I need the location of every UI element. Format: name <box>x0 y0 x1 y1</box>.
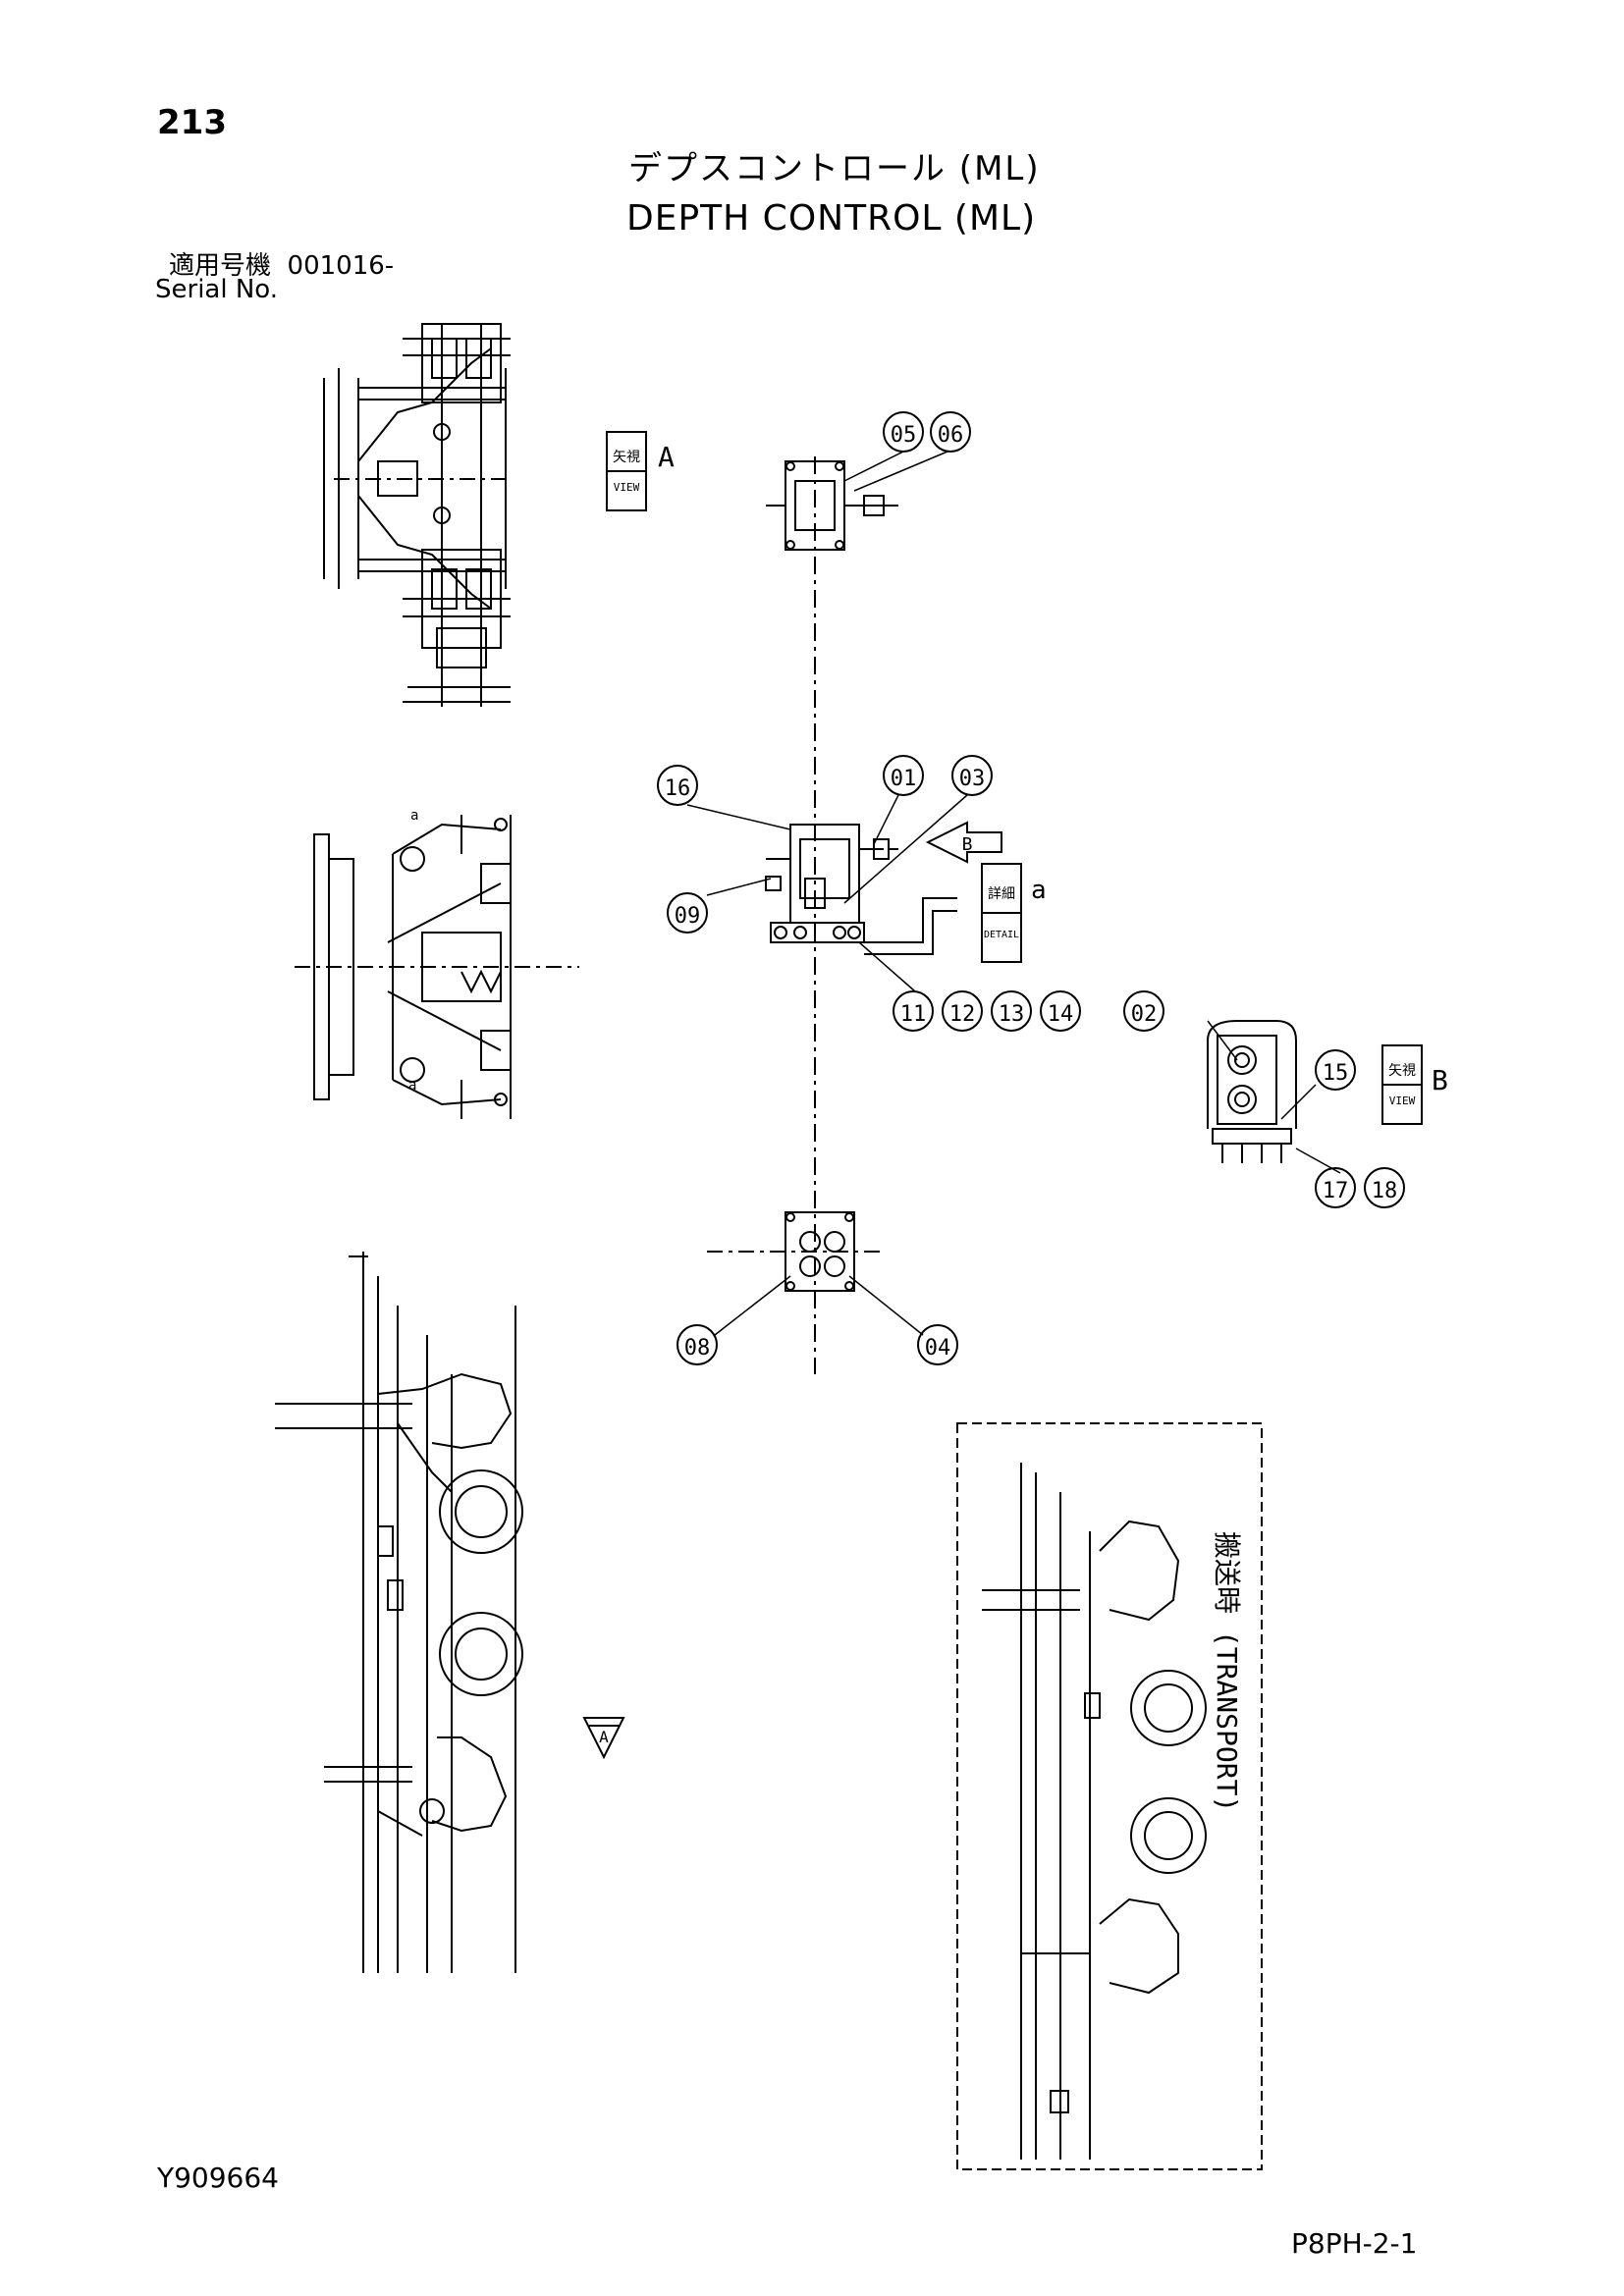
svg-text:12: 12 <box>949 1002 976 1027</box>
svg-text:13: 13 <box>999 1002 1025 1027</box>
detail-a-drawing <box>765 824 957 955</box>
document-id: Y909664 <box>157 2162 279 2194</box>
serial-value: 001016- <box>287 251 395 281</box>
svg-text:02: 02 <box>1131 1002 1158 1027</box>
title-japanese: デプスコントロール (ML) <box>628 149 1041 188</box>
svg-text:09: 09 <box>675 904 701 929</box>
svg-text:VIEW: VIEW <box>614 481 640 494</box>
svg-text:a: a <box>1031 876 1047 905</box>
arrow-b: B <box>925 821 1002 864</box>
valve-block-view <box>707 1211 884 1292</box>
serial-label-japanese: 適用号機 <box>169 251 272 281</box>
callout-09: 09 <box>667 892 708 934</box>
svg-text:04: 04 <box>925 1336 951 1361</box>
top-plan-view <box>323 323 511 707</box>
detail-a-marker-top: a <box>410 808 418 824</box>
svg-text:14: 14 <box>1048 1002 1074 1027</box>
svg-text:VIEW: VIEW <box>1389 1095 1416 1107</box>
callout-05: 05 <box>883 411 924 453</box>
detail-a-label: 詳細 DETAIL a <box>981 863 1047 963</box>
callout-01: 01 <box>883 755 924 796</box>
svg-text:B: B <box>1432 1064 1448 1096</box>
svg-text:詳細: 詳細 <box>988 886 1015 902</box>
callout-12: 12 <box>942 990 983 1032</box>
serial-label-english: Serial No. <box>155 275 278 304</box>
svg-text:08: 08 <box>684 1336 711 1361</box>
callout-15: 15 <box>1315 1049 1356 1091</box>
callout-14: 14 <box>1040 990 1081 1032</box>
callout-04: 04 <box>917 1324 958 1365</box>
serial-line: 適用号機 001016- <box>169 253 394 279</box>
callout-16: 16 <box>657 765 698 806</box>
middle-plan-view <box>295 815 579 1119</box>
view-b-drawing <box>1207 1020 1297 1163</box>
svg-text:11: 11 <box>900 1002 927 1027</box>
svg-text:17: 17 <box>1323 1179 1349 1203</box>
svg-text:矢視: 矢視 <box>1388 1063 1416 1079</box>
svg-text:06: 06 <box>938 423 964 448</box>
callout-11: 11 <box>893 990 934 1032</box>
page-number: 213 <box>157 103 227 142</box>
arrow-a: A <box>582 1717 625 1760</box>
svg-text:矢視: 矢視 <box>613 450 640 465</box>
svg-text:01: 01 <box>891 767 917 791</box>
view-a-detail <box>766 456 898 1374</box>
side-elevation-view <box>275 1252 523 1973</box>
view-a-label: 矢視 VIEW A <box>606 431 675 511</box>
transport-view <box>956 1422 1263 2170</box>
callout-08: 08 <box>677 1324 718 1365</box>
svg-text:A: A <box>599 1728 609 1746</box>
svg-text:03: 03 <box>959 767 986 791</box>
svg-text:B: B <box>962 834 973 855</box>
svg-text:18: 18 <box>1372 1179 1398 1203</box>
detail-a-marker-bottom: a <box>408 1078 416 1094</box>
sheet-id: P8PH-2-1 <box>1291 2227 1418 2260</box>
transport-caption: 搬送時 (TRANSPORT) <box>1211 1531 1243 1812</box>
callout-13: 13 <box>991 990 1032 1032</box>
svg-text:DETAIL: DETAIL <box>984 930 1019 940</box>
svg-text:05: 05 <box>891 423 917 448</box>
svg-text:A: A <box>658 441 675 473</box>
callout-03: 03 <box>951 755 993 796</box>
svg-text:16: 16 <box>665 776 691 801</box>
callout-02: 02 <box>1123 990 1164 1032</box>
callout-17: 17 <box>1315 1167 1356 1208</box>
leader-lines <box>686 451 1341 1336</box>
view-b-label: 矢視 VIEW B <box>1381 1044 1448 1125</box>
callout-18: 18 <box>1364 1167 1405 1208</box>
svg-text:15: 15 <box>1323 1061 1349 1086</box>
callout-06: 06 <box>930 411 971 453</box>
title-english: DEPTH CONTROL (ML) <box>626 198 1037 239</box>
